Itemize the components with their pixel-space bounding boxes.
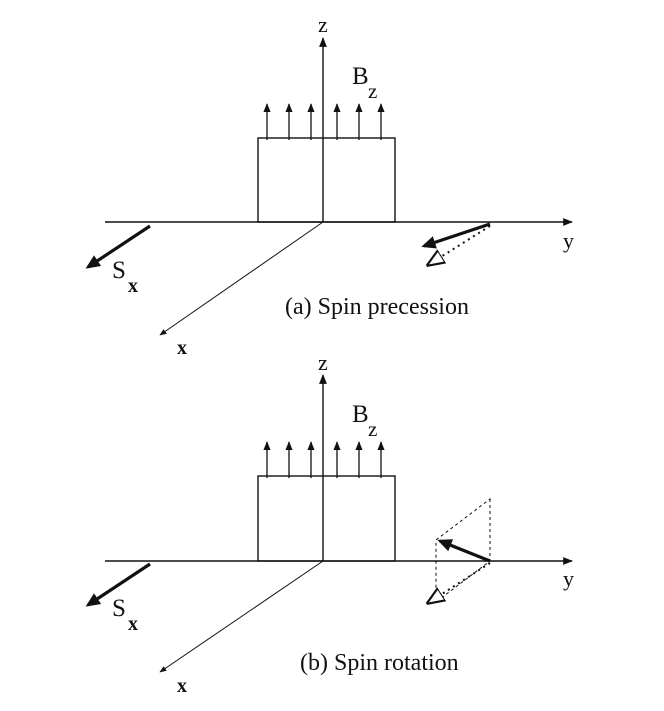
field-region-b	[257, 475, 396, 562]
x-axis-label-b: x	[177, 675, 187, 697]
y-axis-label-a: y	[563, 228, 574, 253]
bz-field-arrows-b	[263, 441, 385, 478]
panel-b: z y x B z S x (b) Spin rotation	[85, 350, 574, 697]
bz-label-b: B z	[352, 401, 377, 441]
field-region-a	[257, 137, 396, 223]
svg-text:S: S	[112, 257, 126, 284]
svg-text:x: x	[128, 275, 138, 297]
svg-text:B: B	[352, 63, 369, 90]
spin-reference-dotted-b	[428, 562, 491, 603]
caption-b: (b) Spin rotation	[300, 650, 459, 676]
spin-vector-incoming-a	[85, 224, 151, 269]
spin-vector-rotated-b	[437, 539, 491, 563]
bz-label-a: B z	[352, 63, 377, 103]
panel-a: z y x B z S x (a) Spin precession	[85, 12, 574, 359]
svg-text:z: z	[368, 79, 377, 103]
svg-text:S: S	[112, 595, 126, 622]
spin-reference-dotted-a	[428, 225, 491, 265]
sx-label-b: S x	[112, 595, 138, 635]
x-axis-a	[159, 221, 324, 336]
z-axis-label-b: z	[318, 350, 328, 375]
spin-vector-incoming-b	[85, 562, 151, 607]
svg-text:x: x	[128, 613, 138, 635]
svg-text:B: B	[352, 401, 369, 428]
bz-field-arrows-a	[263, 103, 385, 140]
svg-text:z: z	[368, 417, 377, 441]
x-axis-label-a: x	[177, 337, 187, 359]
caption-a: (a) Spin precession	[285, 294, 469, 320]
z-axis-label-a: z	[318, 12, 328, 37]
spin-vector-outgoing-a	[421, 222, 491, 249]
y-axis-label-b: y	[563, 566, 574, 591]
sx-label-a: S x	[112, 257, 138, 297]
x-axis-b	[159, 560, 324, 673]
